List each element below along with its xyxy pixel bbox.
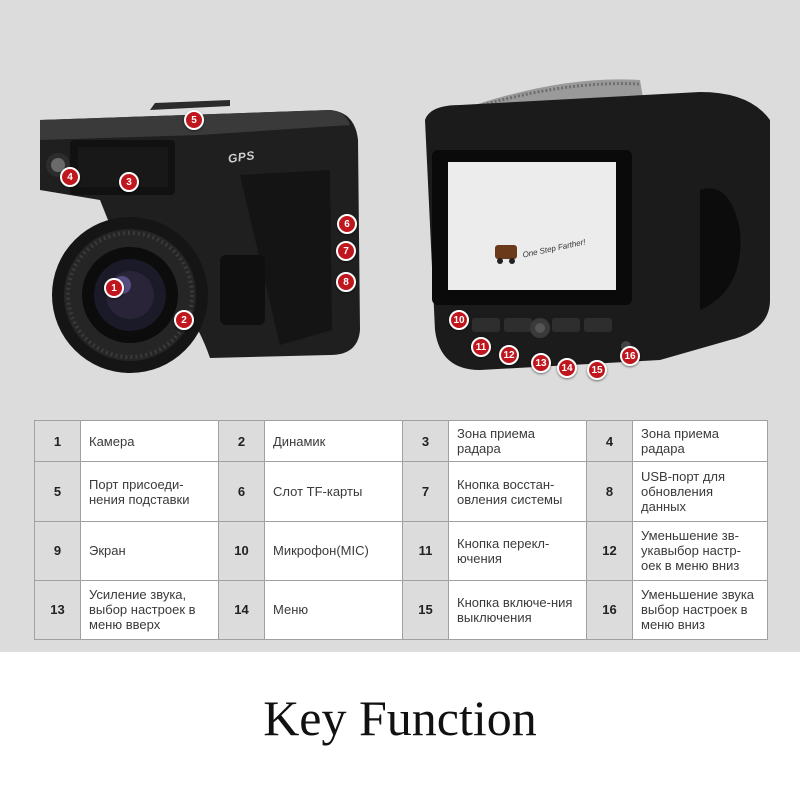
item-description: Уменьшение зв-укавыбор настр-оек в меню … — [632, 520, 768, 581]
item-description: Зона приема радара — [632, 419, 768, 463]
item-number: 10 — [218, 520, 265, 581]
callout-10: 10 — [449, 310, 469, 330]
callout-12: 12 — [499, 345, 519, 365]
item-number: 5 — [34, 461, 81, 522]
item-description: Кнопка перекл-ючения — [448, 520, 587, 581]
callout-11: 11 — [471, 337, 491, 357]
callout-7: 7 — [336, 241, 356, 261]
callout-16: 16 — [620, 346, 640, 366]
product-panel: GPS One Step Farther! 1 2 3 4 5 6 7 8 10… — [0, 0, 800, 652]
item-number: 11 — [402, 520, 449, 581]
item-number: 16 — [586, 579, 633, 641]
item-description: Зона приема радара — [448, 419, 587, 463]
callout-2: 2 — [174, 310, 194, 330]
callout-3: 3 — [119, 172, 139, 192]
callout-4: 4 — [60, 167, 80, 187]
item-description: Слот TF-карты — [264, 461, 403, 522]
item-number: 3 — [402, 419, 449, 463]
callout-8: 8 — [336, 272, 356, 292]
callout-5: 5 — [184, 110, 204, 130]
item-description: Порт присоеди-нения подставки — [80, 461, 219, 522]
item-description: Усиление звука, выбор настроек в меню вв… — [80, 579, 219, 641]
item-number: 4 — [586, 419, 633, 463]
callout-1: 1 — [104, 278, 124, 298]
callout-6: 6 — [337, 214, 357, 234]
item-description: Динамик — [264, 419, 403, 463]
item-description: Кнопка включе-ния выключения — [448, 579, 587, 641]
item-description: Меню — [264, 579, 403, 641]
rear-camera-illustration — [425, 79, 770, 370]
item-description: Экран — [80, 520, 219, 581]
item-number: 1 — [34, 419, 81, 463]
item-description: Уменьшение звука выбор настроек в меню в… — [632, 579, 768, 641]
item-description: Камера — [80, 419, 219, 463]
page-caption: Key Function — [263, 690, 537, 746]
item-number: 12 — [586, 520, 633, 581]
item-number: 7 — [402, 461, 449, 522]
item-description: Кнопка восстан-овления системы — [448, 461, 587, 522]
item-description: Микрофон(MIC) — [264, 520, 403, 581]
callout-15: 15 — [587, 360, 607, 380]
item-number: 9 — [34, 520, 81, 581]
callout-13: 13 — [531, 353, 551, 373]
item-number: 15 — [402, 579, 449, 641]
item-number: 8 — [586, 461, 633, 522]
item-number: 6 — [218, 461, 265, 522]
item-number: 13 — [34, 579, 81, 641]
front-camera-illustration — [40, 100, 360, 373]
item-number: 2 — [218, 419, 265, 463]
callout-14: 14 — [557, 358, 577, 378]
item-description: USB-порт для обновления данных — [632, 461, 768, 522]
item-number: 14 — [218, 579, 265, 641]
